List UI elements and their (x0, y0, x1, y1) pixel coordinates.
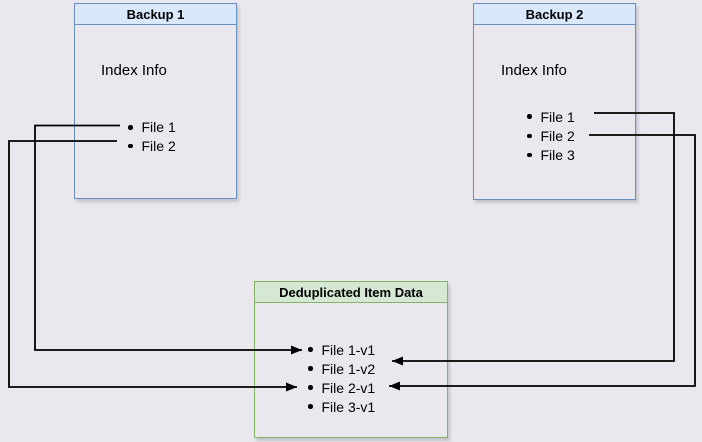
backup2-item-label: File 1 (540, 108, 575, 125)
dedup-item-label: File 1-v2 (321, 360, 376, 377)
dedup-item-label: File 1-v1 (321, 341, 376, 358)
dedup-item-label: File 2-v1 (321, 379, 376, 396)
dedup-item-file-1-v1: File 1-v1 (255, 340, 447, 359)
bullet-icon (308, 366, 313, 371)
bullet-icon (128, 143, 133, 148)
backup1-item-file-2: File 2 (75, 137, 236, 156)
bullet-icon (308, 347, 313, 352)
backup2-file-list: File 1 File 2 File 3 (474, 107, 635, 165)
bullet-icon (308, 385, 313, 390)
backup1-title: Backup 1 (75, 4, 236, 25)
bullet-icon (527, 114, 532, 119)
backup1-item-file-1: File 1 (75, 118, 236, 137)
backup2-item-file-1: File 1 (474, 107, 635, 126)
bullet-icon (527, 133, 532, 139)
dedup-title: Deduplicated Item Data (255, 282, 447, 303)
backup2-item-label: File 2 (540, 127, 575, 144)
backup1-item-label: File 1 (141, 119, 176, 136)
backup2-index-info-label: Index Info (501, 62, 567, 79)
bullet-icon (308, 404, 313, 409)
backup1-item-label: File 2 (141, 137, 176, 154)
dedup-item-label: File 3-v1 (321, 398, 376, 415)
bullet-icon (128, 125, 133, 130)
backup2-item-label: File 3 (540, 147, 575, 164)
backup2-box: Backup 2 Index Info File 1 File 2 File 3 (473, 3, 636, 200)
backup2-item-file-2: File 2 (474, 126, 635, 145)
dedup-item-file-2-v1: File 2-v1 (255, 378, 447, 397)
dedup-item-file-3-v1: File 3-v1 (255, 397, 447, 416)
backup1-index-info-label: Index Info (101, 62, 167, 79)
bullet-icon (527, 152, 532, 158)
backup2-item-file-3: File 3 (474, 146, 635, 165)
backup2-title: Backup 2 (474, 4, 635, 25)
dedup-item-file-1-v2: File 1-v2 (255, 359, 447, 378)
